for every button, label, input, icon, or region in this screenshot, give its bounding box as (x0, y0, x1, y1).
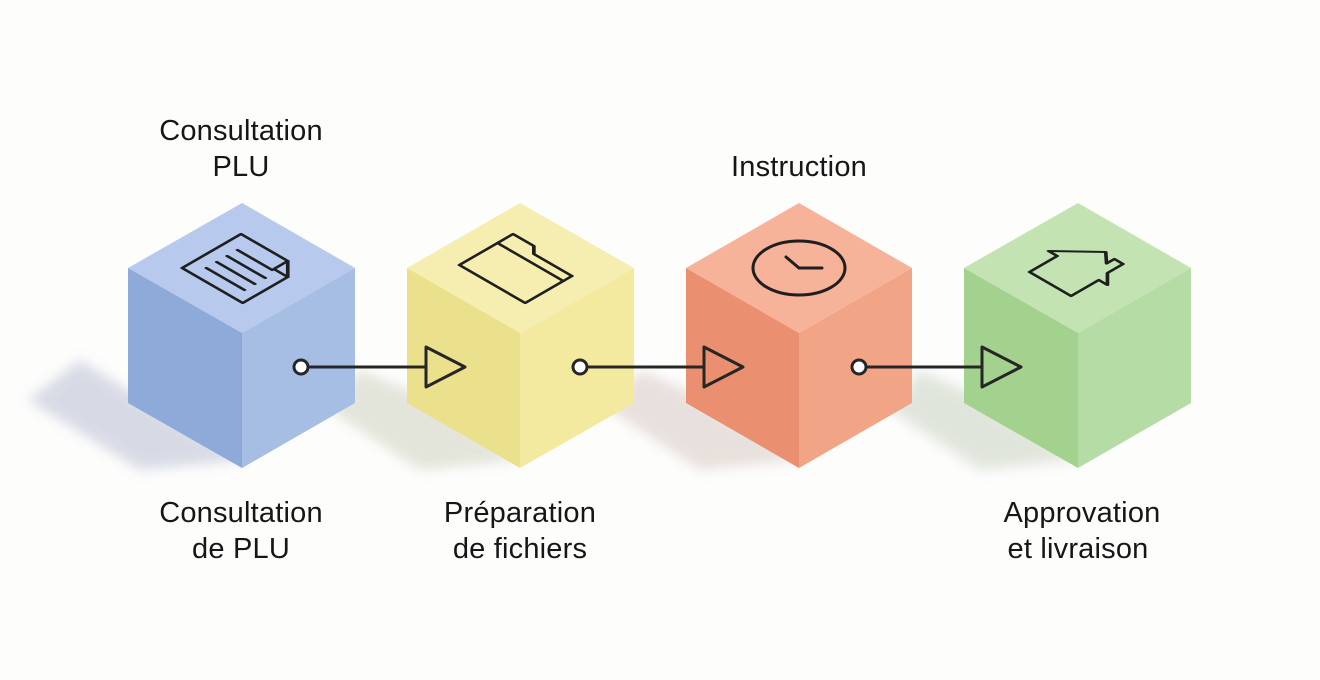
connector-1-2 (292, 345, 467, 389)
bottom-label-step1-line2: de PLU (192, 533, 290, 565)
house-icon (1027, 249, 1125, 298)
cube-consultation-plu (128, 203, 355, 468)
top-label-step1-line2: PLU (212, 151, 269, 183)
clock-icon (751, 239, 847, 297)
folder-icon (457, 232, 574, 305)
connector-2-3 (571, 345, 745, 389)
bottom-label-step2-line1: Préparation (444, 497, 596, 529)
connector-3-4 (850, 345, 1023, 389)
document-icon (180, 232, 290, 305)
top-label-step3: Instruction (731, 151, 867, 183)
bottom-label-step2-line2: de fichiers (453, 533, 587, 565)
cube-shadows (28, 360, 1078, 470)
bottom-label-step4-line1: Approvation (1004, 497, 1161, 529)
bottom-label-step4-line2: et livraison (1007, 533, 1148, 565)
bottom-label-step1-line1: Consultation (159, 497, 323, 529)
top-label-step1-line1: Consultation (159, 115, 323, 147)
